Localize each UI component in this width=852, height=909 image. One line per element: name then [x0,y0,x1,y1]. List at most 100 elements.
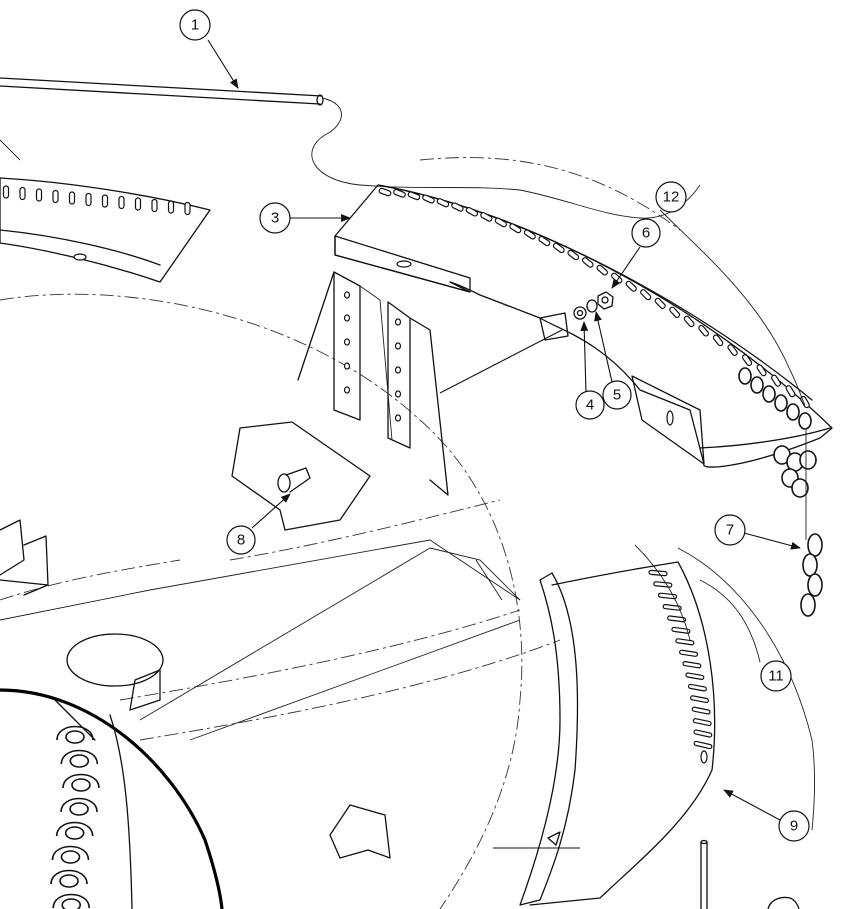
bracket-hole [394,390,402,398]
slot [675,638,695,646]
chain-link-hole [65,730,85,744]
slot [509,223,522,234]
slot [85,192,92,207]
slot-shape [741,354,753,367]
slot [727,344,738,357]
slot-shape [523,229,536,240]
slot [567,249,580,261]
chain-link [762,385,776,403]
slot [68,191,76,205]
slot [683,315,695,328]
slot-shape [509,223,522,234]
slot-shape [771,374,782,387]
slot-shape [648,569,668,577]
slot [653,581,673,588]
callout-6-label: 6 [642,225,650,242]
chain-link-hole [60,850,81,864]
chain-link [800,593,816,617]
slot [465,207,479,217]
slot [407,191,421,201]
slot-shape [567,249,580,261]
left-slotted-shield [0,139,211,283]
slot [667,615,687,623]
slot-shape [727,344,738,357]
slot [552,242,565,254]
slot-shape [407,191,421,201]
slot [538,235,551,247]
callout-8-label: 8 [237,532,245,549]
chain-link [798,412,812,430]
slot [691,706,711,715]
bracket-hole [343,362,351,370]
chain-link-hole [69,754,90,768]
slot [2,185,10,199]
slot-shape [393,188,406,198]
slot-shape [465,207,479,217]
slot-shape [679,649,699,657]
chain-7 [738,367,823,617]
slot [679,649,699,657]
chain-link-hole [64,826,85,840]
slot-shape [669,306,681,318]
callout-6: 6 [631,218,661,248]
callout-9: 9 [778,810,810,842]
slot [669,306,681,318]
slot-shape [451,202,464,212]
slot [693,729,713,738]
slot-shape [581,257,594,268]
slot [378,187,392,197]
slot-shape [698,324,709,337]
bracket-hole [343,338,351,346]
slot [662,603,682,611]
chain-link [750,376,764,394]
slot [596,264,608,276]
chain-link [738,367,752,385]
slot-shape [756,364,767,377]
slot [581,257,594,268]
callout-4: 4 [575,390,605,420]
slot [648,569,668,577]
slot [654,297,666,309]
callout-11: 11 [760,660,792,692]
bracket-hole [343,314,351,322]
washer-4 [573,306,587,320]
callout-11-label: 11 [768,668,784,685]
callout-1: 1 [179,9,211,41]
bracket-hole [394,342,402,350]
callout-3-label: 3 [271,210,279,227]
callout-5: 5 [602,380,632,410]
slot-shape [683,315,695,328]
slot-shape [654,297,666,309]
slot [151,198,158,213]
slot-shape [480,212,493,222]
chain-link [774,394,788,412]
slot [52,189,59,204]
rod-part [0,77,701,219]
slot [640,289,652,301]
bracket-hole [343,291,351,299]
slot-shape [667,615,687,623]
slot-shape [640,289,652,301]
slot-shape [712,334,724,347]
slot [771,374,782,387]
slot-shape [671,626,691,634]
slot [523,229,536,240]
slot [671,626,691,634]
slot [690,695,709,704]
slot [693,740,713,750]
callout-5-label: 5 [613,387,621,404]
lower-left-chain-area [0,688,224,909]
chain-link-hole [59,874,79,888]
callout-9-label: 9 [790,818,798,835]
nut-6 [597,291,614,310]
callout-leaders [207,39,806,821]
chain-link-hole [69,802,89,816]
chain-link [791,478,809,498]
slot-shape [682,661,702,669]
slot-shape [692,718,712,727]
callout-12: 12 [655,181,687,213]
slot-shape [785,385,796,398]
bolt-8 [231,421,371,531]
slot [422,194,435,204]
